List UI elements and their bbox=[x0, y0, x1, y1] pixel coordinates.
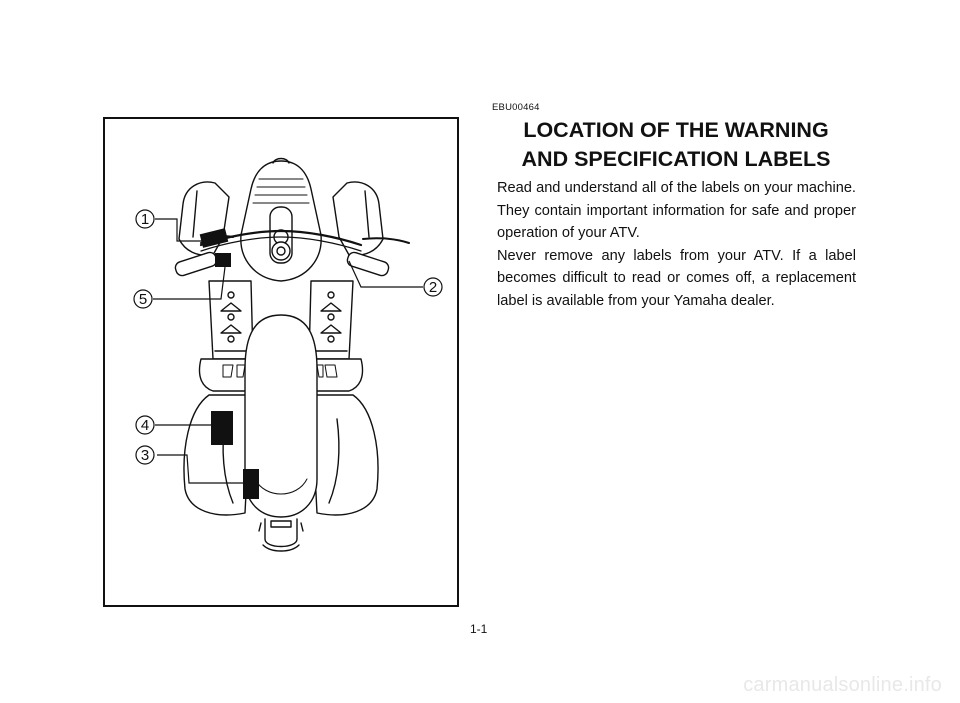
document-reference-code: EBU00464 bbox=[492, 102, 540, 113]
label-5-marker bbox=[215, 253, 231, 267]
atv-label-location-figure: 1 2 3 4 5 bbox=[103, 117, 459, 607]
body-paragraph: Never remove any labels from your ATV. I… bbox=[497, 247, 856, 309]
page-number: 1-1 bbox=[470, 622, 488, 636]
label-3-marker bbox=[243, 469, 259, 499]
label-4-marker bbox=[211, 411, 233, 445]
atv-top-view-illustration: 1 2 3 4 5 bbox=[133, 157, 443, 552]
section-title-line-1: LOCATION OF THE WARNING bbox=[523, 118, 829, 142]
callout-2: 2 bbox=[429, 279, 437, 296]
callout-5: 5 bbox=[139, 291, 147, 308]
callout-4: 4 bbox=[141, 417, 149, 434]
callout-3: 3 bbox=[141, 447, 149, 464]
section-title-line-2: AND SPECIFICATION LABELS bbox=[521, 147, 831, 171]
section-title: LOCATION OF THE WARNING AND SPECIFICATIO… bbox=[492, 116, 860, 174]
label-1-marker bbox=[199, 228, 229, 248]
watermark: carmanualsonline.info bbox=[743, 674, 942, 696]
section-body: Read and understand all of the labels on… bbox=[497, 177, 856, 312]
body-paragraph: Read and understand all of the labels on… bbox=[497, 180, 856, 241]
callout-1: 1 bbox=[141, 211, 149, 228]
